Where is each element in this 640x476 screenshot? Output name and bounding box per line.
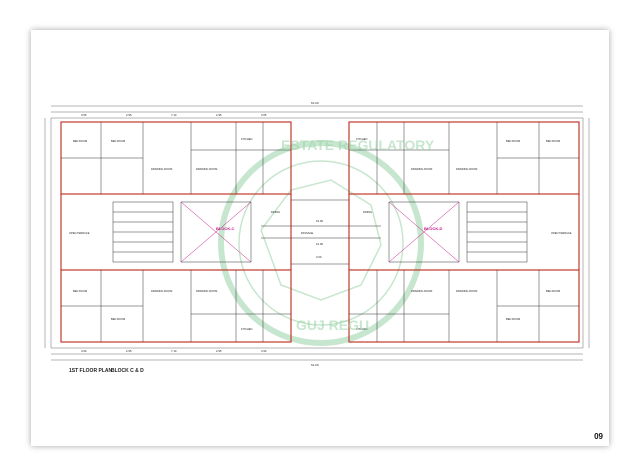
drawing-sheet: BED ROOM BED ROOM DRAWING ROOM DRAWING R…	[31, 30, 609, 446]
svg-text:4.90: 4.90	[81, 349, 87, 353]
svg-text:7.10: 7.10	[171, 113, 177, 117]
svg-text:12.00: 12.00	[316, 242, 323, 246]
svg-text:3.65: 3.65	[261, 113, 267, 117]
room-label: DRAWING ROOM	[411, 167, 432, 171]
room-label: DRAWING ROOM	[456, 167, 477, 171]
room-label: DINING	[271, 210, 280, 214]
svg-text:2.95: 2.95	[126, 349, 132, 353]
block-c-label: BLOCK-C	[216, 226, 235, 231]
room-label: KITCHEN	[241, 327, 253, 331]
room-label: OPEN TERRACE	[69, 231, 90, 235]
side-dimension-lines	[44, 118, 590, 348]
block-c-walls	[60, 121, 292, 343]
central-passage	[261, 199, 381, 265]
room-label: KITCHEN	[241, 137, 253, 141]
svg-text:2.95: 2.95	[216, 113, 222, 117]
watermark-text: ESTATE REGULATORY	[281, 137, 435, 153]
bottom-dimension-lines	[51, 347, 583, 361]
block-d-walls	[348, 121, 580, 343]
room-label: BED ROOM	[111, 139, 125, 143]
floor-plan-drawing: BED ROOM BED ROOM DRAWING ROOM DRAWING R…	[44, 101, 590, 367]
center-dimension-labels: 19.00 12.00 3.00	[316, 219, 323, 259]
room-label: DRAWING ROOM	[151, 289, 172, 293]
block-d-label: BLOCK-D	[424, 226, 443, 231]
room-label: BED ROOM	[506, 139, 520, 143]
page-number: 09	[594, 432, 603, 441]
room-label: KITCHEN	[356, 137, 368, 141]
room-label: DRAWING ROOM	[196, 289, 217, 293]
room-label: DRAWING ROOM	[411, 289, 432, 293]
room-label: BED ROOM	[73, 139, 87, 143]
bottom-dimension-labels: 4.90 2.95 7.10 2.95 4.90	[81, 349, 267, 353]
room-label: DRAWING ROOM	[151, 167, 172, 171]
room-label: DINING	[363, 210, 372, 214]
room-labels: BED ROOM BED ROOM DRAWING ROOM DRAWING R…	[69, 137, 572, 331]
block-title: BLOCK C & D	[111, 368, 144, 374]
block-d-partitions	[349, 122, 579, 342]
watermark-text-bottom: GUJ REGU	[296, 317, 369, 333]
room-label: BED ROOM	[546, 289, 560, 293]
room-label: BED ROOM	[73, 289, 87, 293]
room-label: DRAWING ROOM	[196, 167, 217, 171]
svg-text:3.00: 3.00	[316, 255, 322, 259]
overall-dimension-top: 61.00	[311, 101, 319, 105]
block-c-partitions	[61, 122, 291, 342]
room-label: KITCHEN	[356, 327, 368, 331]
room-label: BED ROOM	[546, 139, 560, 143]
room-label: DRAWING ROOM	[456, 289, 477, 293]
svg-text:3.65: 3.65	[81, 113, 87, 117]
room-label: BED ROOM	[111, 317, 125, 321]
svg-text:4.90: 4.90	[261, 349, 267, 353]
svg-text:2.95: 2.95	[126, 113, 132, 117]
svg-text:2.95: 2.95	[216, 349, 222, 353]
svg-text:19.00: 19.00	[316, 219, 323, 223]
plan-title: 1ST FLOOR PLAN	[69, 368, 113, 374]
svg-text:7.10: 7.10	[171, 349, 177, 353]
top-dimension-lines	[51, 105, 583, 119]
room-label: OPEN TERRACE	[551, 231, 572, 235]
watermark-seal	[218, 140, 424, 346]
room-label: BED ROOM	[506, 317, 520, 321]
top-dimension-labels: 3.65 2.95 7.10 2.95 3.65	[81, 113, 267, 117]
room-label: PASSAGE	[301, 231, 313, 235]
overall-dimension-bottom: 61.00	[311, 363, 319, 367]
